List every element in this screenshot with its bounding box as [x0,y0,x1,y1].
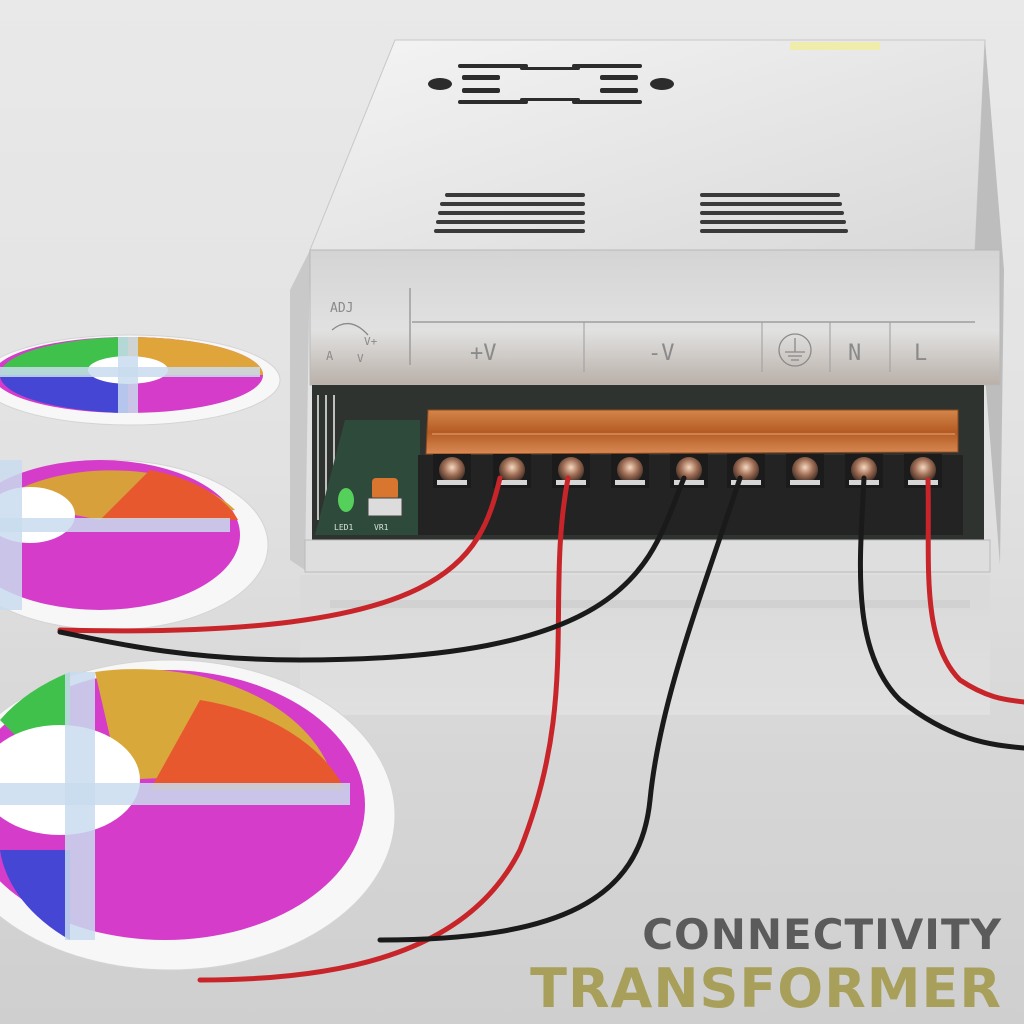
caption-line-1: CONNECTIVITY [642,910,1002,959]
floor-reflection [300,575,990,715]
negative-terminal-label: -V [648,341,675,366]
led-reel-middle [0,459,269,631]
power-supply: ADJ A V+ V +V -V N L [290,39,1004,573]
adj-scale-minus: V [357,352,364,365]
wires [57,475,1024,983]
fan-grill [428,64,674,104]
terminal-screws[interactable] [433,454,942,488]
ground-icon [778,333,812,367]
label-sticker [790,42,880,50]
led-label: LED1 [334,523,353,532]
voltage-potentiometer[interactable] [372,478,398,500]
wire-black-2 [377,475,743,943]
adj-scale-plus: V+ [364,335,378,348]
adj-label: ADJ [330,301,353,316]
terminal-block [418,409,963,535]
wire-red-2 [197,475,571,983]
vent-slots-right [700,193,848,233]
line-terminal-label: L [914,341,927,366]
adj-scale-low: A [326,349,334,363]
wire-black-3 [857,475,1024,751]
wire-red-3 [925,477,1024,705]
adjust-arrow-icon [331,322,369,336]
caption: CONNECTIVITY TRANSFORMER [530,914,1002,1016]
led-reel-bottom [0,659,396,971]
wire-red-1 [57,475,503,634]
potentiometer-label: VR1 [374,523,389,532]
caption-line-2: TRANSFORMER [530,957,1002,1020]
neutral-terminal-label: N [848,341,861,366]
positive-terminal-label: +V [470,341,497,366]
status-led [338,488,354,512]
terminal-cover [425,409,959,455]
wire-black-1 [57,475,687,663]
vent-slots-left [434,193,585,233]
led-reel-top [0,334,281,426]
